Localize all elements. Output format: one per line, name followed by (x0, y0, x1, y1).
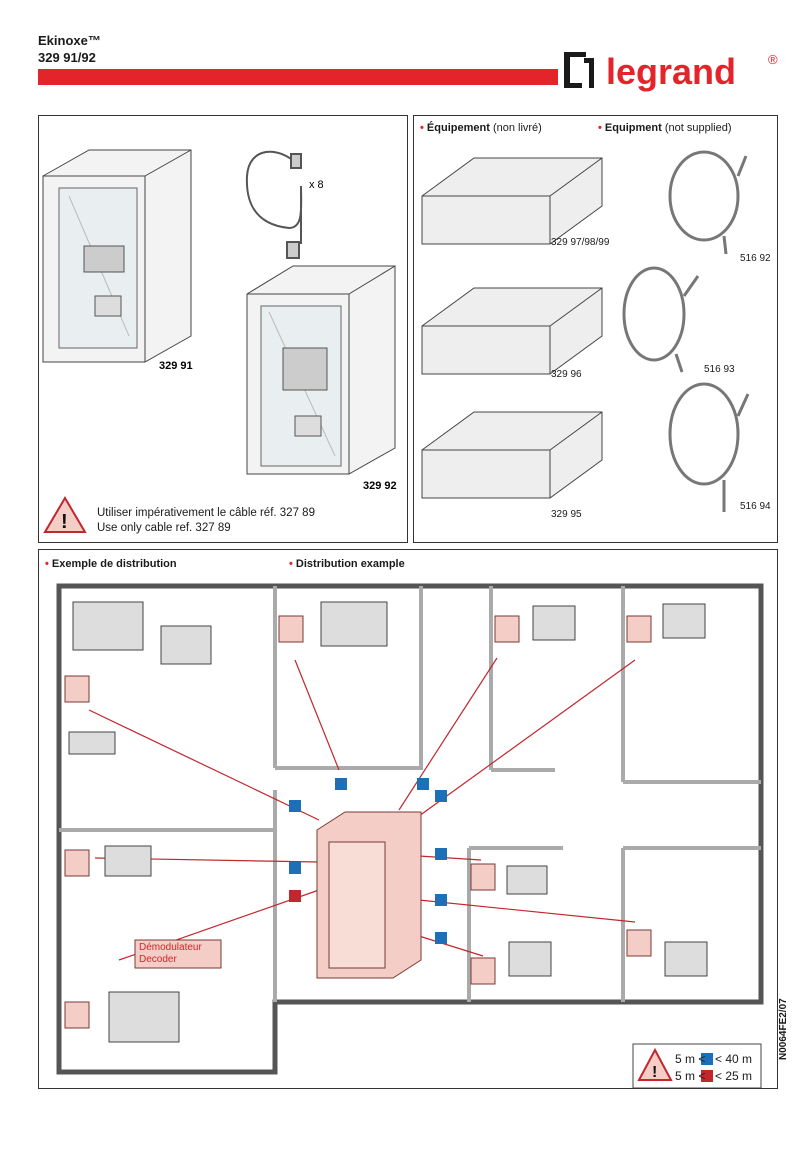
product-name: Ekinoxe™ (38, 33, 101, 48)
cable-ref-1: 516 92 (740, 253, 771, 264)
socket-icon (64, 615, 652, 1029)
cable-coil-icon (668, 382, 750, 512)
legend-blue-text: < 40 m (715, 1052, 753, 1066)
cable-ref-2: 516 93 (704, 364, 735, 375)
doc-header: Ekinoxe™ 329 91/92 (38, 32, 101, 66)
cable-coil-icon (668, 150, 748, 255)
distribution-label-fr: • Exemple de distribution (45, 558, 177, 570)
distribution-label-en: • Distribution example (289, 558, 405, 570)
switch-icon (421, 287, 603, 375)
header-red-bar (38, 69, 558, 85)
brand-registered: ® (768, 52, 778, 67)
svg-text:!: ! (652, 1064, 657, 1081)
switch-icon (421, 157, 603, 245)
switch-ref-3: 329 95 (551, 509, 582, 520)
cabinet-1-ref: 329 91 (159, 360, 193, 372)
switch-ref-2: 329 96 (551, 369, 582, 380)
legrand-logo: legrand ® (564, 51, 778, 92)
legrand-mark-icon (564, 52, 594, 88)
cabinet-329-91-icon (42, 149, 192, 363)
distribution-panel: • Exemple de distribution • Distribution… (38, 549, 778, 1089)
phone-icon (68, 731, 548, 895)
warning-text: Utiliser impérativement le câble réf. 32… (97, 506, 315, 536)
document-code: N0064FE2/07 (778, 998, 789, 1060)
product-ref: 329 91/92 (38, 50, 96, 65)
monitor-icon (72, 601, 708, 1043)
legend-box (632, 1043, 762, 1088)
legend-red-text: < 25 m (715, 1069, 753, 1083)
cabinet-2-ref: 329 92 (363, 480, 397, 492)
equipment-label-en: • Equipment (not supplied) (598, 122, 732, 134)
legend-blue-prefix: 5 m < (675, 1052, 706, 1066)
warning-fr: Utiliser impérativement le câble réf. 32… (97, 507, 315, 519)
link-markers (289, 778, 447, 944)
decoder-label: Démodulateur Decoder (139, 942, 202, 965)
kit-illustration: x 8 329 91 329 92 ! (42, 149, 397, 533)
svg-text:!: ! (61, 511, 68, 533)
equipment-illustration (421, 150, 750, 512)
cable-coil-icon (245, 150, 303, 259)
kit-panel: x 8 329 91 329 92 ! Utiliser impérativem… (38, 115, 408, 543)
central-cabinet-icon (316, 811, 422, 979)
warning-icon: ! (43, 496, 87, 533)
cable-ref-3: 516 94 (740, 501, 771, 512)
legend-red-prefix: 5 m < (675, 1069, 706, 1083)
legend-red-marker (701, 1070, 713, 1082)
legend-warning-icon: ! (637, 1047, 673, 1081)
legend-blue-marker (701, 1053, 713, 1065)
equipment-label-fr: • Équipement (non livré) (420, 122, 542, 134)
cable-quantity: x 8 (309, 179, 324, 191)
cable-coil-icon (622, 266, 700, 373)
switch-ref-1: 329 97/98/99 (551, 237, 610, 248)
cabinet-329-92-icon (246, 265, 396, 475)
decoder-box (134, 939, 222, 969)
warning-en: Use only cable ref. 327 89 (97, 522, 231, 534)
floor-plan: ! (56, 583, 764, 1088)
inner-walls (59, 586, 761, 1002)
equipment-panel: • Équipement (non livré) • Equipment (no… (413, 115, 778, 543)
brand-word: legrand (606, 51, 736, 92)
switch-icon (421, 411, 603, 499)
